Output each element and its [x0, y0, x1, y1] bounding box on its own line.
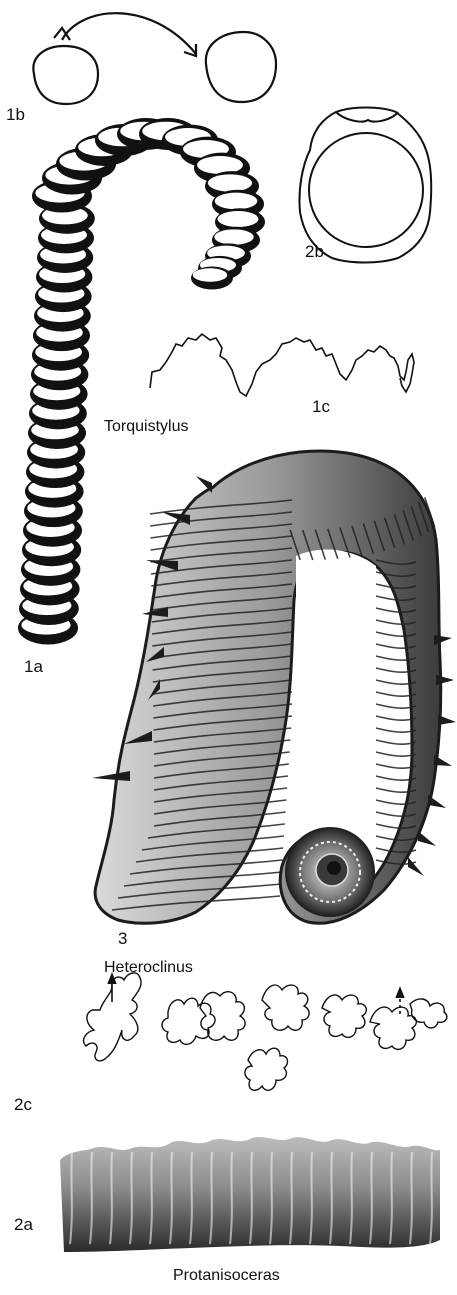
protanisoceras-fragment-2a: [60, 1137, 440, 1252]
figure-label-2b: 2b: [305, 243, 324, 260]
whorl-section-2b: [299, 108, 431, 263]
whorl-section-1b: [33, 13, 276, 104]
taxon-name-heteroclinus: Heteroclinus: [104, 960, 193, 976]
whorl-section-left: [33, 46, 98, 104]
suture-lines-2c: [84, 973, 447, 1090]
figure-label-2a: 2a: [14, 1216, 33, 1233]
figure-label-1c: 1c: [312, 398, 330, 415]
figure-label-3: 3: [118, 930, 127, 947]
whorl-section-right: [206, 32, 276, 102]
heteroclinus-coil: [286, 828, 374, 916]
figure-label-2c: 2c: [14, 1096, 32, 1113]
figure-label-1b: 1b: [6, 106, 25, 123]
figure-label-1a: 1a: [24, 658, 43, 675]
curved-arrow: [62, 13, 196, 54]
taxon-name-protanisoceras: Protanisoceras: [173, 1268, 280, 1284]
taxon-name-torquistylus: Torquistylus: [104, 419, 188, 435]
heteroclinus-fossil-3: [92, 451, 456, 923]
suture-line-1c: [150, 334, 414, 396]
